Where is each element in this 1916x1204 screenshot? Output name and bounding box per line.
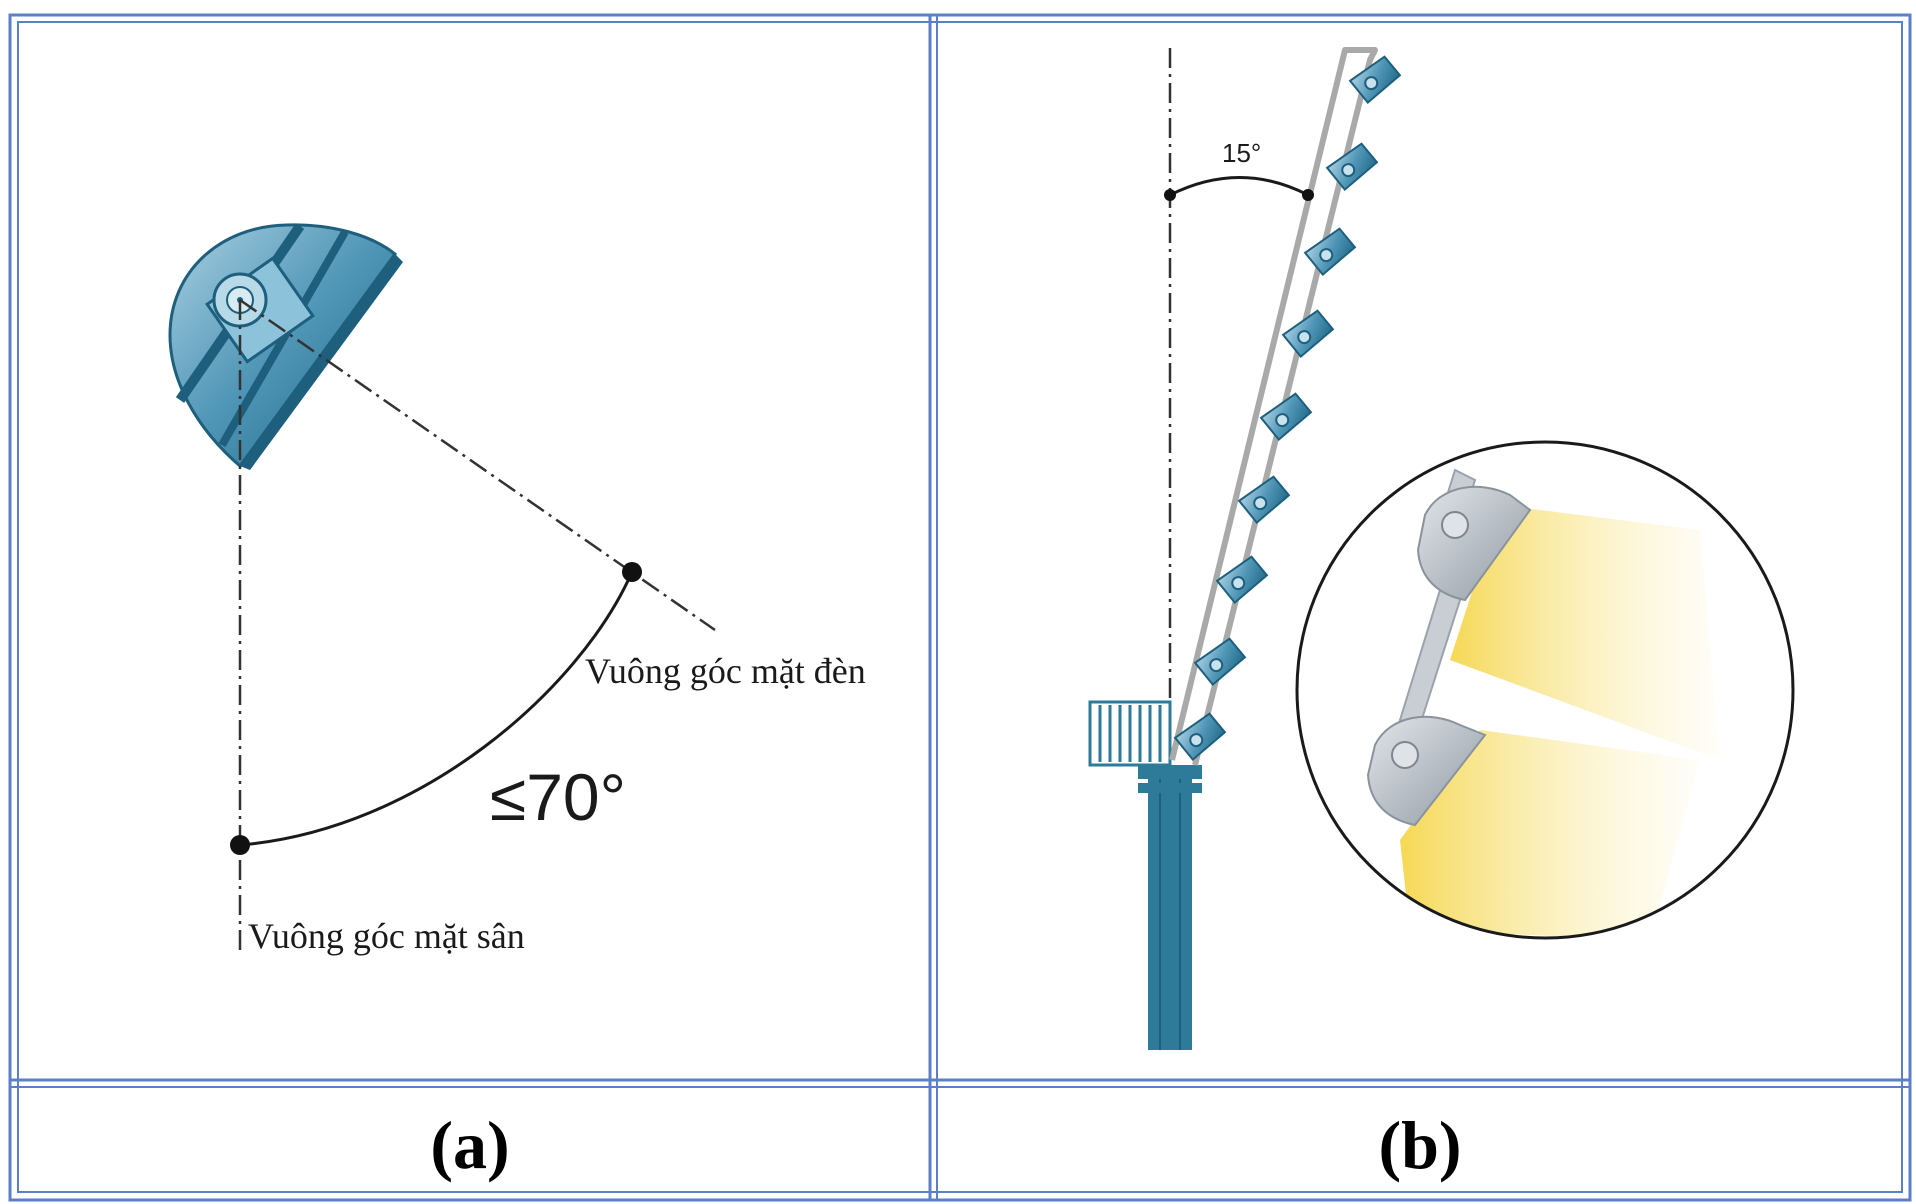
tilt-arc-endpoint-right (1302, 189, 1314, 201)
arc-endpoint-lamp (622, 562, 642, 582)
caption-b: (b) (1378, 1107, 1461, 1183)
floodlight-lamp-icon (168, 223, 403, 470)
table-frame (8, 13, 1912, 1202)
lamp-icon (1215, 555, 1269, 605)
angle-label: ≤70° (490, 760, 626, 834)
lamp-axis-line (239, 298, 716, 632)
lamp-icon (1259, 392, 1313, 442)
lamp-icon (1281, 309, 1335, 359)
tilt-angle-arc (1169, 176, 1309, 197)
angle-arc (239, 571, 634, 847)
lamp-array (1173, 55, 1402, 762)
caption-a: (a) (430, 1107, 509, 1183)
light-beam-upper (1450, 505, 1720, 760)
zoom-detail (1295, 440, 1795, 940)
lamp-icon (1325, 142, 1379, 192)
lamp-axis-label: Vuông góc mặt đèn (585, 651, 866, 691)
lamp-icon (1173, 712, 1227, 762)
tilt-angle-label: 15° (1222, 138, 1261, 168)
light-beam-lower (1400, 730, 1700, 938)
lamp-frame (1169, 47, 1378, 766)
arc-endpoint-ground (230, 835, 250, 855)
panel-a: ≤70° Vuông góc mặt đèn Vuông góc mặt sân (168, 223, 866, 956)
panel-b: 15° (1088, 47, 1795, 1050)
tilt-arc-endpoint-left (1164, 189, 1176, 201)
lamp-icon (1348, 55, 1402, 105)
lamp-icon (1303, 227, 1357, 277)
mast-icon (1088, 700, 1202, 1050)
lamp-icon (1237, 475, 1291, 525)
ground-axis-label: Vuông góc mặt sân (248, 916, 525, 956)
lamp-icon (1193, 637, 1247, 687)
